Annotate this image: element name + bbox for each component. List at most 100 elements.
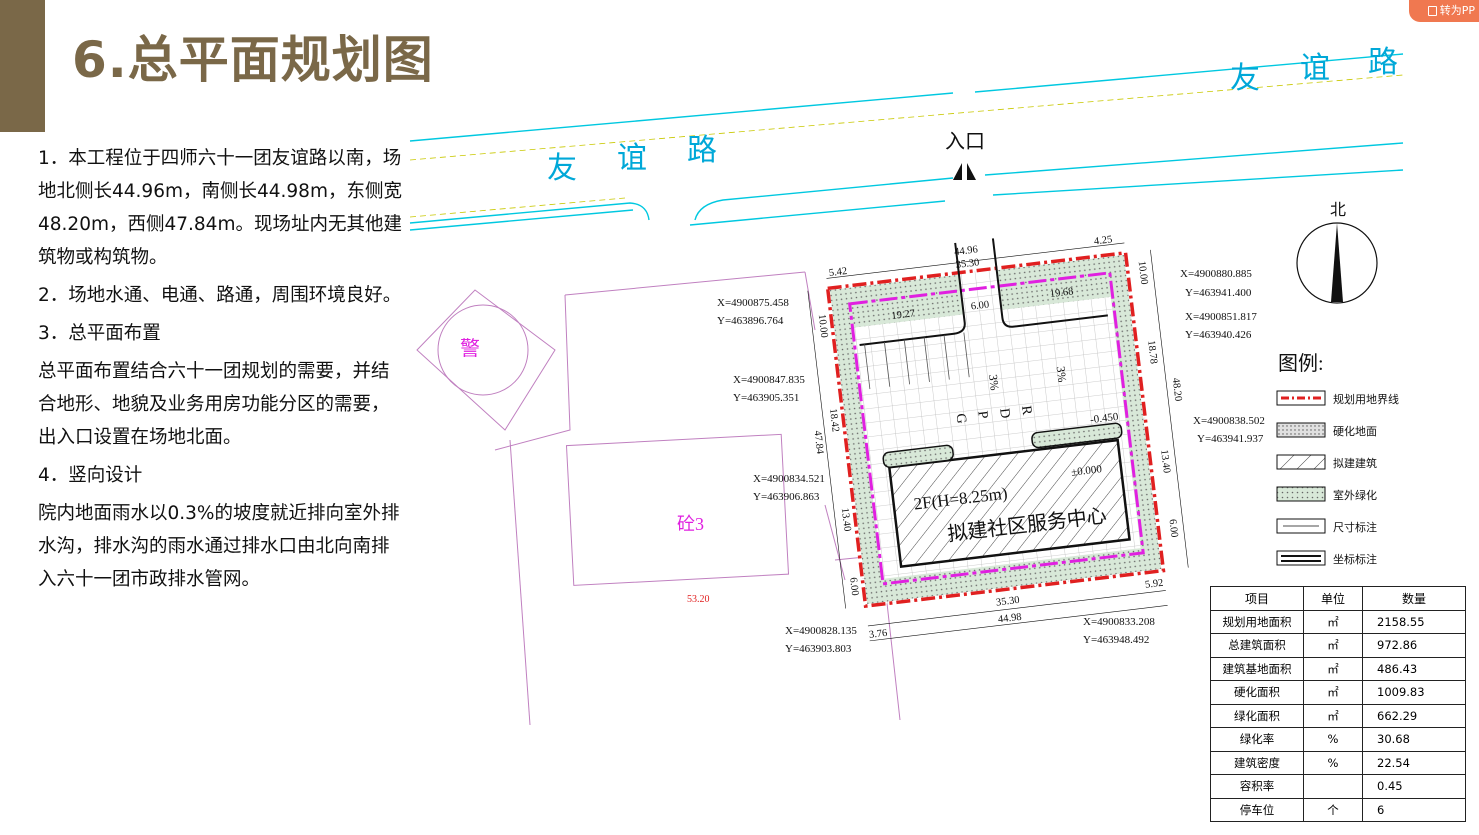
coord-x: X=4900833.208 — [1083, 616, 1155, 628]
description-item: 总平面布置结合六十一团规划的需要，并结合地形、地貌及业务用房功能分区的需要，出入… — [38, 361, 390, 448]
table-cell: 绿化面积 — [1210, 703, 1304, 728]
legend-item: 坐标标注 — [1333, 552, 1377, 566]
side-elevation-label: -0.450 — [1089, 411, 1119, 426]
entrance-label: 入口 — [945, 131, 985, 153]
site-plan-drawing: 友 谊 路 友 谊 路 警 砼3 53.20 — [409, 46, 1404, 726]
dim-right-total: 48.20 — [1170, 377, 1184, 402]
table-row: 停车位 个 6 — [1210, 797, 1466, 822]
dim-bottom-right: 5.92 — [1144, 578, 1164, 591]
table-cell: ㎡ — [1303, 633, 1363, 658]
table-cell — [1303, 774, 1363, 799]
neighbor-building-label: 砼3 — [677, 514, 704, 534]
dim-bottom-total: 44.98 — [997, 612, 1022, 626]
surrounding-lines — [494, 271, 901, 726]
road-lines — [409, 53, 1404, 231]
neighbor-building-dim: 53.20 — [687, 594, 710, 605]
table-row: 绿化率 % 30.68 — [1210, 727, 1466, 752]
dim-top-left: 5.42 — [828, 266, 848, 279]
description-item: 3．总平面布置 — [38, 323, 161, 344]
table-cell: 个 — [1303, 797, 1363, 822]
dim-right-h1: 10.00 — [1136, 260, 1150, 285]
coord-x: X=4900828.135 — [785, 625, 857, 637]
description-item: 1．本工程位于四师六十一团友谊路以南，场地北侧长44.96m，南侧长44.98m… — [38, 148, 402, 268]
north-label: 北 — [1330, 201, 1346, 219]
parking-code: P — [974, 410, 990, 420]
table-cell: ㎡ — [1303, 703, 1363, 728]
coord-x: X=4900838.502 — [1193, 415, 1265, 427]
neighbor-building: 砼3 53.20 — [565, 433, 790, 605]
dim-right-h2: 18.78 — [1145, 340, 1159, 365]
coord-x: X=4900875.458 — [717, 297, 789, 309]
table-cell: ㎡ — [1303, 656, 1363, 681]
table-cell: ㎡ — [1303, 680, 1363, 705]
coord-y: Y=463941.400 — [1185, 287, 1252, 299]
brand-bar — [0, 0, 45, 132]
description-item: 4．竖向设计 — [38, 465, 143, 486]
police-label: 警 — [460, 337, 480, 360]
coord-y: Y=463941.937 — [1197, 433, 1264, 445]
description-item: 院内地面雨水以0.3%的坡度就近排向室外排水沟，排水沟的雨水通过排水口由北向南排… — [38, 503, 400, 590]
road-char: 路 — [1368, 46, 1398, 79]
table-row: 总建筑面积 ㎡ 972.86 — [1210, 633, 1466, 658]
table-row: 建筑密度 % 22.54 — [1210, 750, 1466, 775]
slope-label: 3% — [986, 374, 1002, 392]
table-row: 规划用地面积 ㎡ 2158.55 — [1210, 609, 1466, 634]
dim-left-h4: 6.00 — [847, 577, 860, 597]
dim-right-h3: 13.40 — [1158, 449, 1172, 474]
dim-right-top: 19.68 — [1049, 286, 1074, 300]
legend-item: 室外绿化 — [1333, 488, 1377, 502]
table-cell: 规划用地面积 — [1210, 609, 1304, 634]
coord-y: Y=463906.863 — [753, 491, 820, 503]
table-cell: 22.54 — [1362, 750, 1466, 775]
parking-code: G — [952, 413, 968, 425]
table-cell: % — [1303, 750, 1363, 775]
table-cell: 硬化面积 — [1210, 680, 1304, 705]
table-cell: 662.29 — [1362, 703, 1466, 728]
table-cell: 972.86 — [1362, 633, 1466, 658]
coord-y: Y=463905.351 — [733, 392, 799, 404]
slide-title: 6.总平面规划图 — [72, 31, 434, 89]
coord-x: X=4900847.835 — [733, 374, 805, 386]
north-arrow: 北 — [1296, 201, 1378, 304]
police-booth: 警 — [416, 289, 556, 431]
table-cell: ㎡ — [1303, 609, 1363, 634]
dim-left-top: 19.27 — [891, 308, 916, 322]
parking-code: R — [1018, 405, 1034, 417]
table-cell: 建筑基地面积 — [1210, 656, 1304, 681]
legend-title: 图例: — [1278, 352, 1324, 375]
road-char: 友 — [547, 152, 577, 185]
coord-y: Y=463940.426 — [1185, 329, 1252, 341]
description-item: 2．场地水通、电通、路通，周围环境良好。 — [38, 285, 402, 306]
table-cell: 6 — [1362, 797, 1466, 822]
convert-to-ppt-button[interactable]: 转为PP — [1409, 0, 1479, 22]
site: 2F(H=8.25m) 拟建社区服务中心 ±0.000 -0.450 3% 3%… — [807, 234, 1189, 642]
coord-y: Y=463896.764 — [717, 315, 784, 327]
dim-gate: 6.00 — [970, 299, 990, 312]
table-cell: 总建筑面积 — [1210, 633, 1304, 658]
legend-item: 尺寸标注 — [1333, 520, 1377, 534]
table-cell: 容积率 — [1210, 774, 1304, 799]
main-building — [887, 438, 1131, 569]
elevation-label: ±0.000 — [1071, 463, 1103, 479]
dim-bottom-left: 3.76 — [868, 628, 888, 641]
description-panel: 1．本工程位于四师六十一团友谊路以南，场地北侧长44.96m，南侧长44.98m… — [38, 142, 403, 601]
dim-left-h3: 13.40 — [839, 507, 853, 532]
dim-top-total: 44.96 — [954, 244, 979, 258]
coord-x: X=4900851.817 — [1185, 311, 1257, 323]
legend-item: 拟建建筑 — [1333, 456, 1377, 470]
coordinate-labels: X=4900880.885 Y=463941.400 X=4900875.458… — [717, 268, 1265, 655]
dim-bottom-inner: 35.30 — [995, 595, 1020, 609]
table-header-row: 项目 单位 数量 — [1210, 586, 1466, 611]
table-cell: 30.68 — [1362, 727, 1466, 752]
parking-code: D — [996, 407, 1012, 419]
legend: 图例: 规划用地界线 硬化地面 拟建建筑 室外绿化 尺寸标注 坐标标注 — [1276, 352, 1399, 566]
table-row: 绿化面积 ㎡ 662.29 — [1210, 703, 1466, 728]
coord-x: X=4900880.885 — [1180, 268, 1252, 280]
column-header: 单位 — [1303, 586, 1363, 611]
coord-y: Y=463948.492 — [1083, 634, 1149, 646]
dim-right-h4: 6.00 — [1166, 519, 1179, 539]
road-char: 友 — [1230, 62, 1260, 95]
table-cell: 486.43 — [1362, 656, 1466, 681]
table-row: 硬化面积 ㎡ 1009.83 — [1210, 680, 1466, 705]
coord-x: X=4900834.521 — [753, 473, 825, 485]
